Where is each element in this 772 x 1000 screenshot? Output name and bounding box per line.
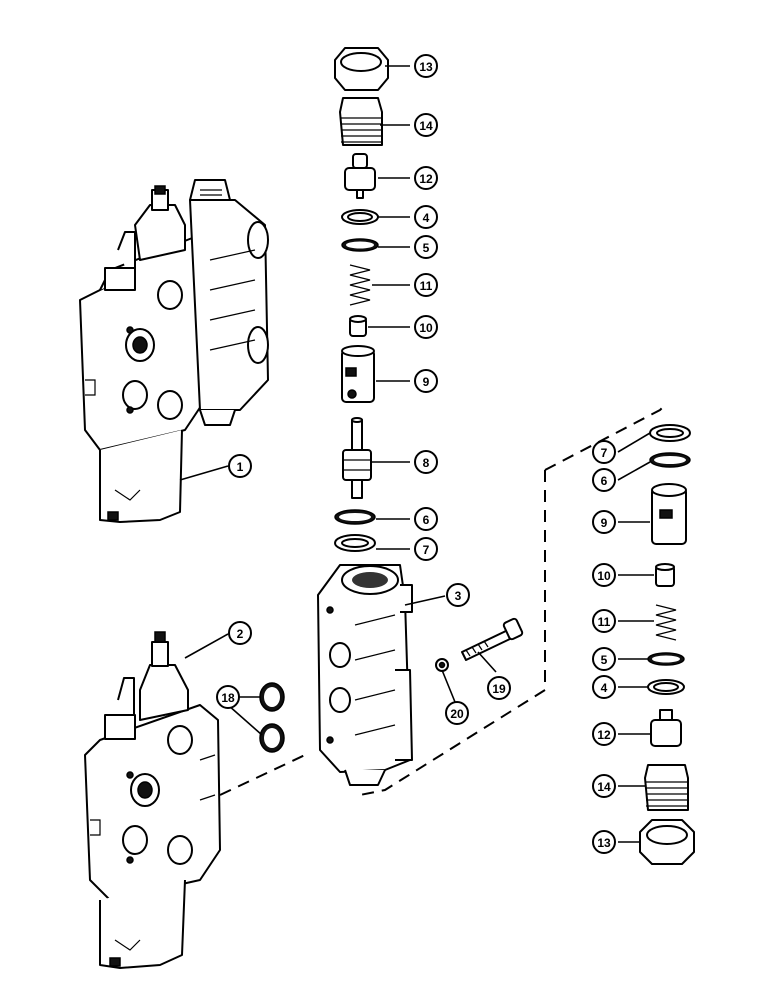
callout-number: 11 (598, 615, 611, 629)
callout-number: 3 (455, 589, 462, 603)
callout-number: 4 (423, 211, 430, 225)
valve-section-3 (317, 564, 413, 786)
callout-circle (414, 205, 438, 229)
callout-number: 13 (419, 60, 433, 74)
callout-9: 9 (414, 369, 438, 393)
callout-5: 5 (414, 235, 438, 259)
callout-circle (592, 647, 616, 671)
callout-4: 4 (414, 205, 438, 229)
valve-assembly-2 (84, 631, 221, 969)
callout-number: 6 (423, 513, 430, 527)
callout-5: 5 (592, 647, 616, 671)
callout-number: 12 (419, 172, 433, 186)
callout-number: 9 (601, 516, 608, 530)
callout-12: 12 (592, 722, 616, 746)
callout-number: 7 (423, 543, 430, 557)
callout-14: 14 (592, 774, 616, 798)
parts-stack-a (334, 47, 389, 552)
callout-number: 2 (237, 627, 244, 641)
callout-circle (487, 676, 511, 700)
callout-20: 20 (445, 701, 469, 725)
callout-number: 7 (601, 446, 608, 460)
callout-circle (414, 315, 438, 339)
callout-circle (592, 563, 616, 587)
callout-3: 3 (446, 583, 470, 607)
callout-8: 8 (414, 450, 438, 474)
callout-9: 9 (592, 510, 616, 534)
callout-circle (592, 774, 616, 798)
callout-14: 14 (414, 113, 438, 137)
callout-circle (414, 273, 438, 297)
callout-circle (592, 675, 616, 699)
callout-circle (414, 369, 438, 393)
callout-circle (592, 830, 616, 854)
callout-number: 8 (423, 456, 430, 470)
callout-4: 4 (592, 675, 616, 699)
callout-circle (228, 454, 252, 478)
callout-number: 13 (597, 836, 611, 850)
callout-6: 6 (414, 507, 438, 531)
callout-circle (445, 701, 469, 725)
callout-number: 20 (450, 707, 464, 721)
callout-circle (228, 621, 252, 645)
callout-circle (592, 722, 616, 746)
callout-11: 11 (592, 609, 616, 633)
callout-number: 9 (423, 375, 430, 389)
callout-circle (414, 507, 438, 531)
callout-number: 14 (419, 119, 433, 133)
callout-1: 1 (228, 454, 252, 478)
callout-11: 11 (414, 273, 438, 297)
callout-circle (592, 468, 616, 492)
callout-circle (414, 235, 438, 259)
callout-number: 6 (601, 474, 608, 488)
callout-circle (592, 510, 616, 534)
callout-circle (446, 583, 470, 607)
callout-number: 5 (601, 653, 608, 667)
parts-stack-b (639, 424, 695, 865)
callout-10: 10 (414, 315, 438, 339)
callout-13: 13 (592, 830, 616, 854)
callout-number: 10 (597, 569, 611, 583)
callout-number: 12 (597, 728, 611, 742)
callout-number: 18 (221, 691, 235, 705)
callout-7: 7 (592, 440, 616, 464)
callout-circle (592, 609, 616, 633)
callout-10: 10 (592, 563, 616, 587)
callout-number: 1 (237, 460, 244, 474)
leader-lines (179, 65, 654, 843)
callout-number: 14 (597, 780, 611, 794)
callout-circle (216, 685, 240, 709)
callout-19: 19 (487, 676, 511, 700)
callout-circle (414, 113, 438, 137)
valve-assembly-1 (79, 179, 269, 523)
callout-7: 7 (414, 537, 438, 561)
callout-number: 4 (601, 681, 608, 695)
callout-circle (414, 537, 438, 561)
callout-circle (414, 54, 438, 78)
bolt-19 (461, 617, 524, 661)
callout-18: 18 (216, 685, 240, 709)
callout-2: 2 (228, 621, 252, 645)
callout-6: 6 (592, 468, 616, 492)
callout-circle (414, 166, 438, 190)
assembly-path (219, 404, 666, 796)
callout-circle (414, 450, 438, 474)
callout-13: 13 (414, 54, 438, 78)
callout-circle (592, 440, 616, 464)
callout-number: 5 (423, 241, 430, 255)
o-rings-18 (259, 682, 285, 753)
callout-12: 12 (414, 166, 438, 190)
callout-number: 11 (420, 279, 433, 293)
callout-number: 19 (492, 682, 506, 696)
callout-number: 10 (419, 321, 433, 335)
washer-20 (435, 658, 449, 672)
